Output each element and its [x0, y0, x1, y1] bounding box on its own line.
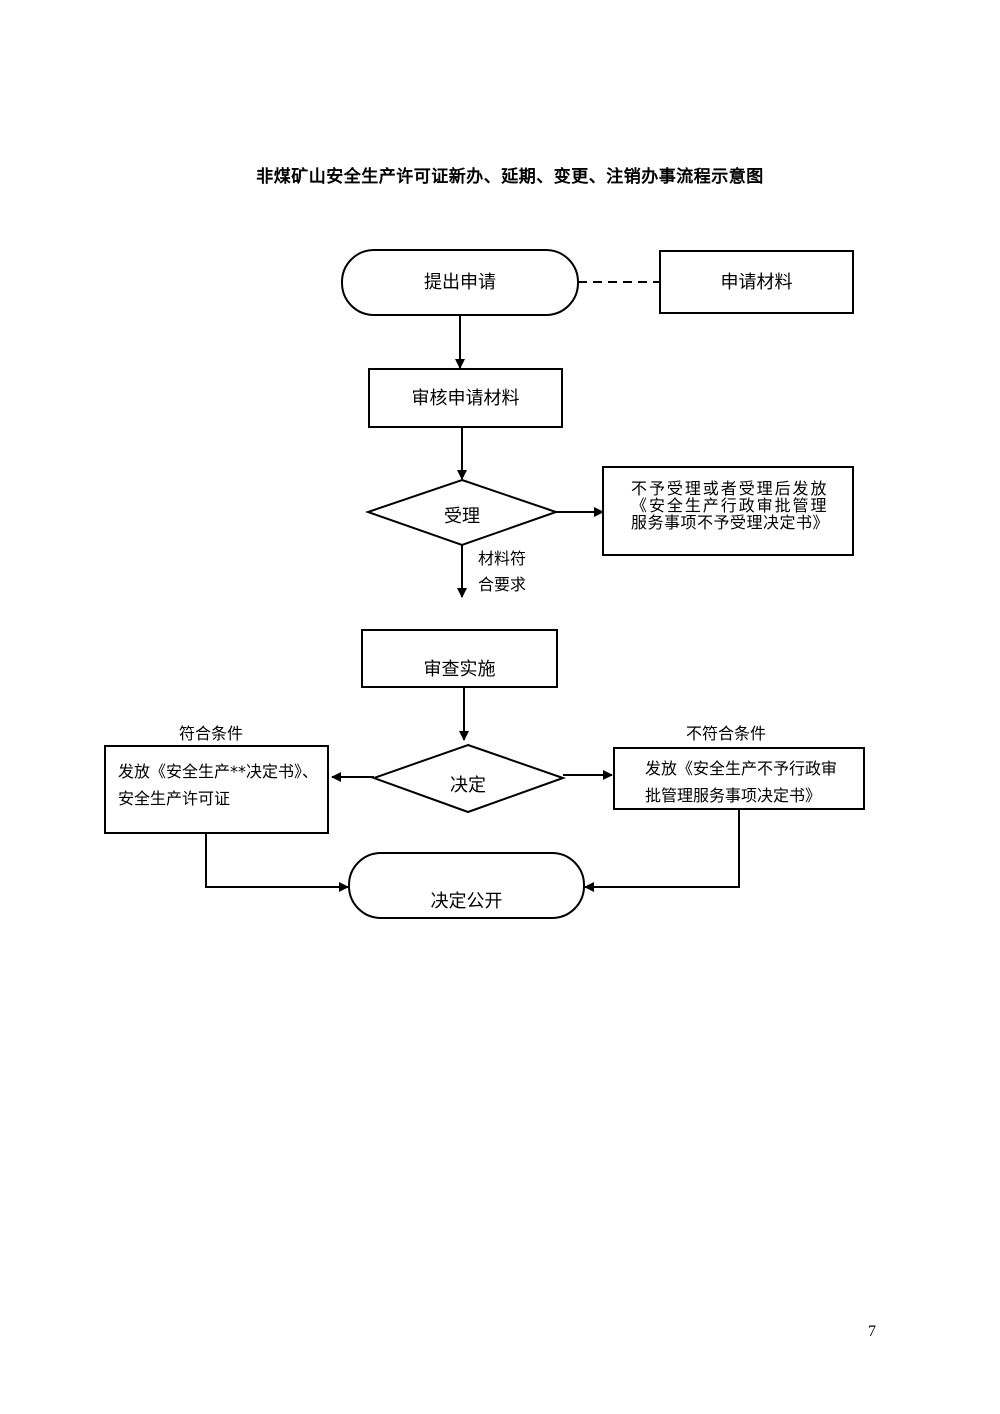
- publish-node-label: 决定公开: [430, 891, 503, 912]
- review-node-shape: [368, 368, 563, 428]
- approved-condition-label: 符合条件: [179, 724, 244, 743]
- materials-node-label: 申请材料: [720, 272, 793, 293]
- denied-box-line-1: 发放《安全生产不予行政审: [645, 759, 838, 778]
- inspect-node-shape: [361, 629, 558, 688]
- page-title: 非煤矿山安全生产许可证新办、延期、变更、注销办事流程示意图: [256, 167, 764, 187]
- arrow-denied-to-publish: [584, 809, 740, 892]
- inspect-node-label: 审查实施: [423, 659, 496, 680]
- apply-node-label: 提出申请: [424, 272, 496, 293]
- approved-box-line-1: 发放《安全生产**决定书》、: [118, 762, 319, 781]
- decision-shape: [371, 743, 567, 814]
- reject-notice-label: 不予受理或者受理后发放《安全生产行政审批管理服务事项不予受理决定书》: [631, 479, 830, 532]
- meets-requirements-line-1: 材料符: [478, 549, 527, 568]
- materials-node-shape: [659, 250, 854, 314]
- decision-node-label: 决定: [450, 775, 486, 796]
- review-node-label: 审核申请材料: [411, 388, 520, 409]
- approved-box-line-2: 安全生产许可证: [118, 789, 231, 808]
- approved-box-shape: [104, 745, 329, 834]
- accept-node-label: 受理: [444, 506, 480, 527]
- denied-box-shape: [613, 747, 865, 810]
- denied-condition-label: 不符合条件: [686, 724, 767, 743]
- arrow-approved-to-publish: [205, 833, 349, 892]
- meets-requirements-line-2: 合要求: [478, 575, 527, 594]
- reject-notice-shape: [602, 466, 854, 556]
- page-number: 7: [868, 1323, 876, 1340]
- denied-box-line-2: 批管理服务事项决定书》: [645, 786, 822, 805]
